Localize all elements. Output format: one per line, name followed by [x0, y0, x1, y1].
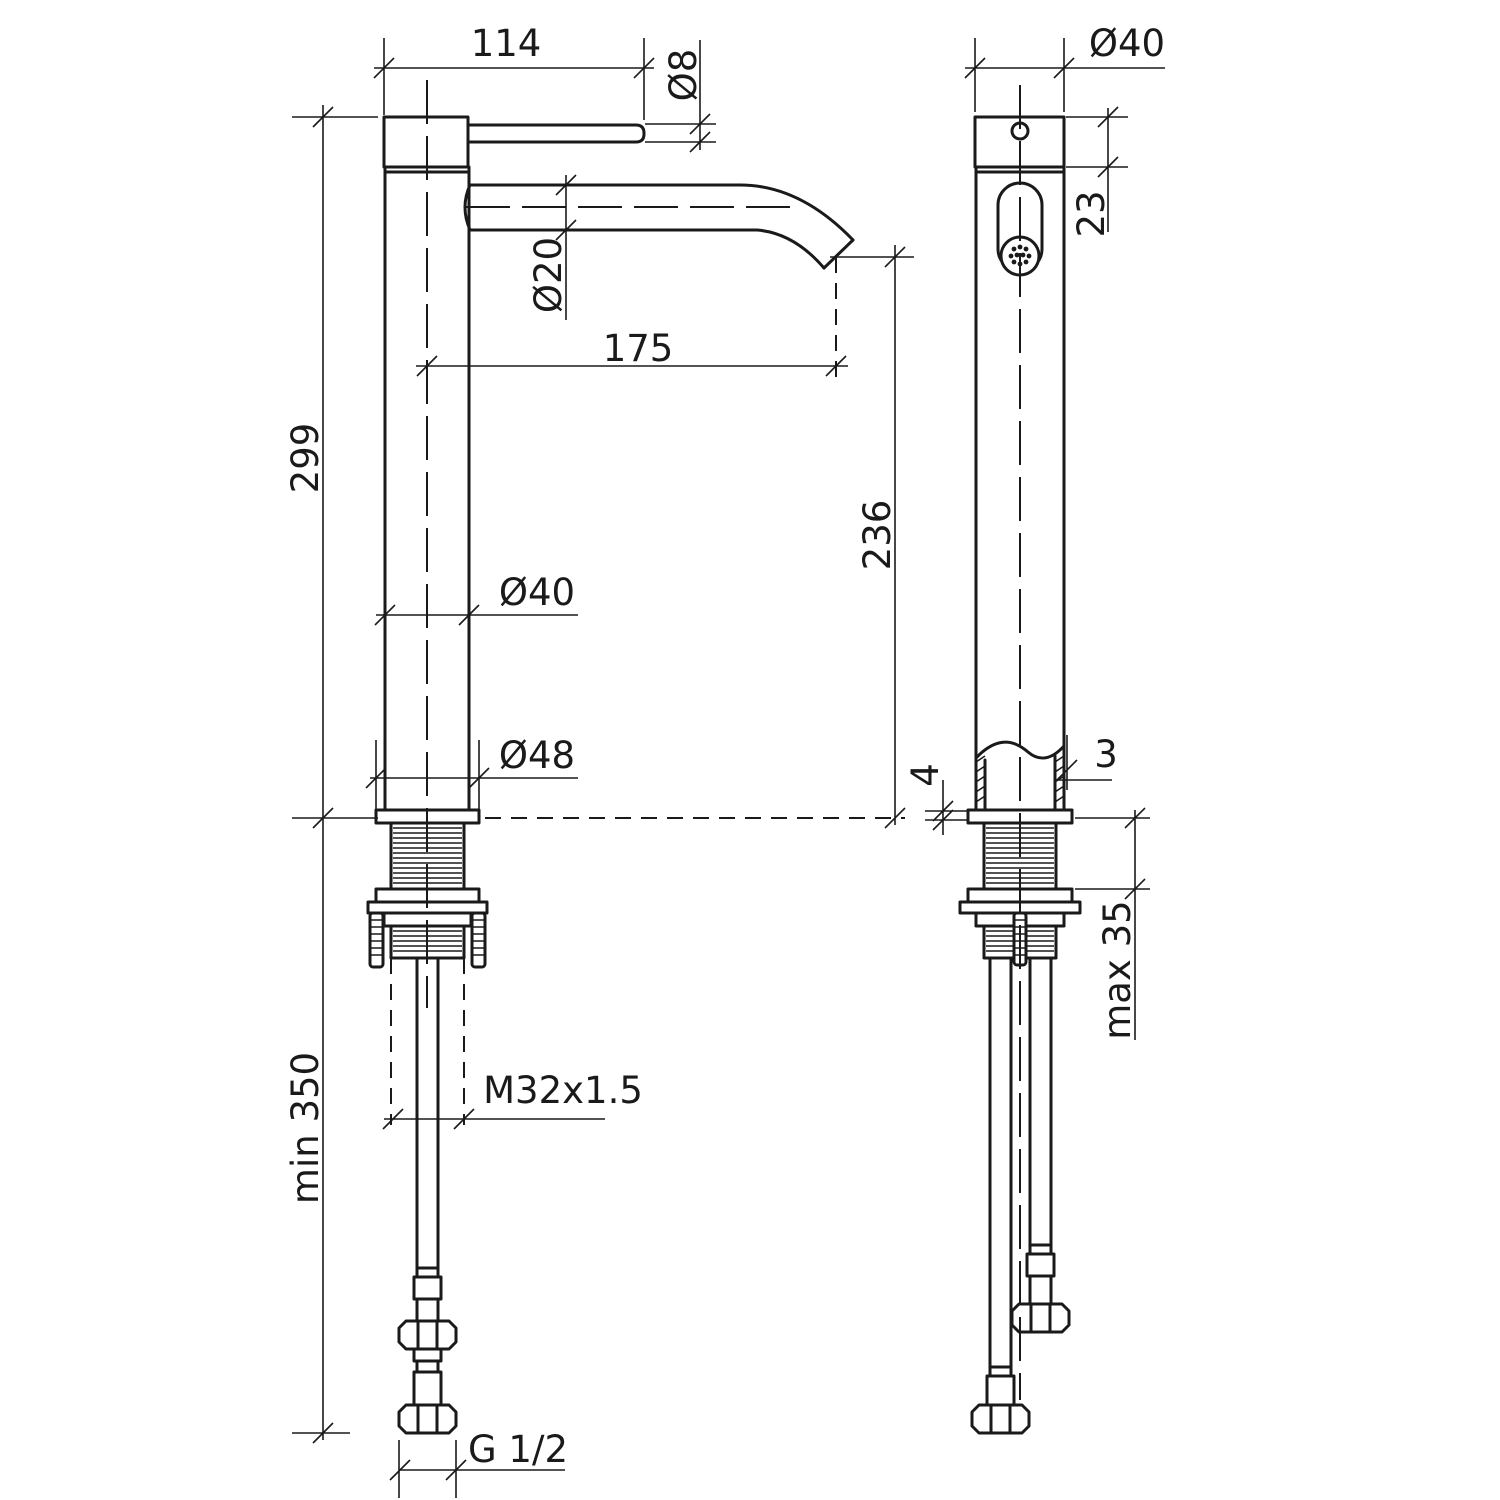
lever-handle	[466, 123, 646, 144]
dim-spout-dia: Ø20	[527, 237, 570, 313]
dim-outlet-height: 236	[856, 500, 899, 571]
dim-base-dia: Ø48	[499, 734, 575, 777]
wall-inner	[983, 754, 1057, 812]
dim-connection: G 1/2	[468, 1428, 568, 1471]
hose-ferrule-4	[412, 1347, 443, 1363]
front-view	[366, 80, 855, 1435]
side-right-ferrule-2	[1025, 1252, 1056, 1278]
side-hex-nut-left	[970, 1403, 1031, 1435]
section-break	[974, 740, 1066, 760]
dim-spout-reach: 175	[603, 327, 674, 370]
side-left-ferrule-2	[985, 1374, 1016, 1407]
hex-nut-1-faces	[416, 1319, 439, 1351]
hose-ferrule-2	[412, 1275, 443, 1301]
dim-base-gap: 4	[904, 763, 947, 787]
hose	[415, 956, 440, 1270]
hose-ferrule-3	[415, 1297, 440, 1323]
stud-threads	[370, 919, 485, 956]
aerator-holes	[1008, 244, 1032, 267]
stud-right	[470, 911, 487, 969]
stud-left	[368, 911, 385, 969]
dim-hose-length: min 350	[284, 1052, 327, 1204]
side-hose-left	[988, 956, 1013, 1369]
hex-nut-2	[397, 1403, 458, 1435]
dim-lever-dia: Ø8	[662, 49, 705, 102]
dimension-lines	[292, 38, 1165, 1498]
dimension-labels: 114 Ø8 Ø20 175 299 236 Ø40 Ø48 4 3 Ø40 2…	[284, 22, 1165, 1471]
spout-root	[463, 183, 472, 232]
dim-wall: 3	[1094, 733, 1118, 776]
hose-ferrule-6	[412, 1370, 443, 1407]
wall-hatching	[975, 755, 1065, 803]
spout-top	[468, 183, 855, 242]
hex-nut-1	[397, 1319, 458, 1351]
hose-ferrule-5	[415, 1359, 440, 1374]
dim-thread: M32x1.5	[483, 1069, 643, 1112]
dim-body-dia: Ø40	[499, 571, 575, 614]
thread-hidden-lines	[390, 958, 465, 1125]
spout-bottom	[468, 228, 826, 270]
side-hose-right	[1028, 956, 1053, 1247]
dim-outlet-offset: 23	[1070, 190, 1113, 237]
dim-side-dia: Ø40	[1089, 22, 1165, 65]
dim-lever-reach: 114	[471, 22, 542, 65]
hex-nut-2-faces	[416, 1403, 439, 1435]
dim-total-height: 299	[284, 423, 327, 494]
side-right-ferrule-3	[1028, 1274, 1053, 1306]
side-hex-nut-right-faces	[1029, 1302, 1052, 1334]
dim-deck-thickness: max 35	[1096, 900, 1139, 1039]
side-view	[958, 85, 1082, 1435]
spout-outlet	[822, 238, 855, 270]
side-hex-nut-right	[1010, 1302, 1071, 1334]
side-hex-nut-left-faces	[989, 1403, 1012, 1435]
